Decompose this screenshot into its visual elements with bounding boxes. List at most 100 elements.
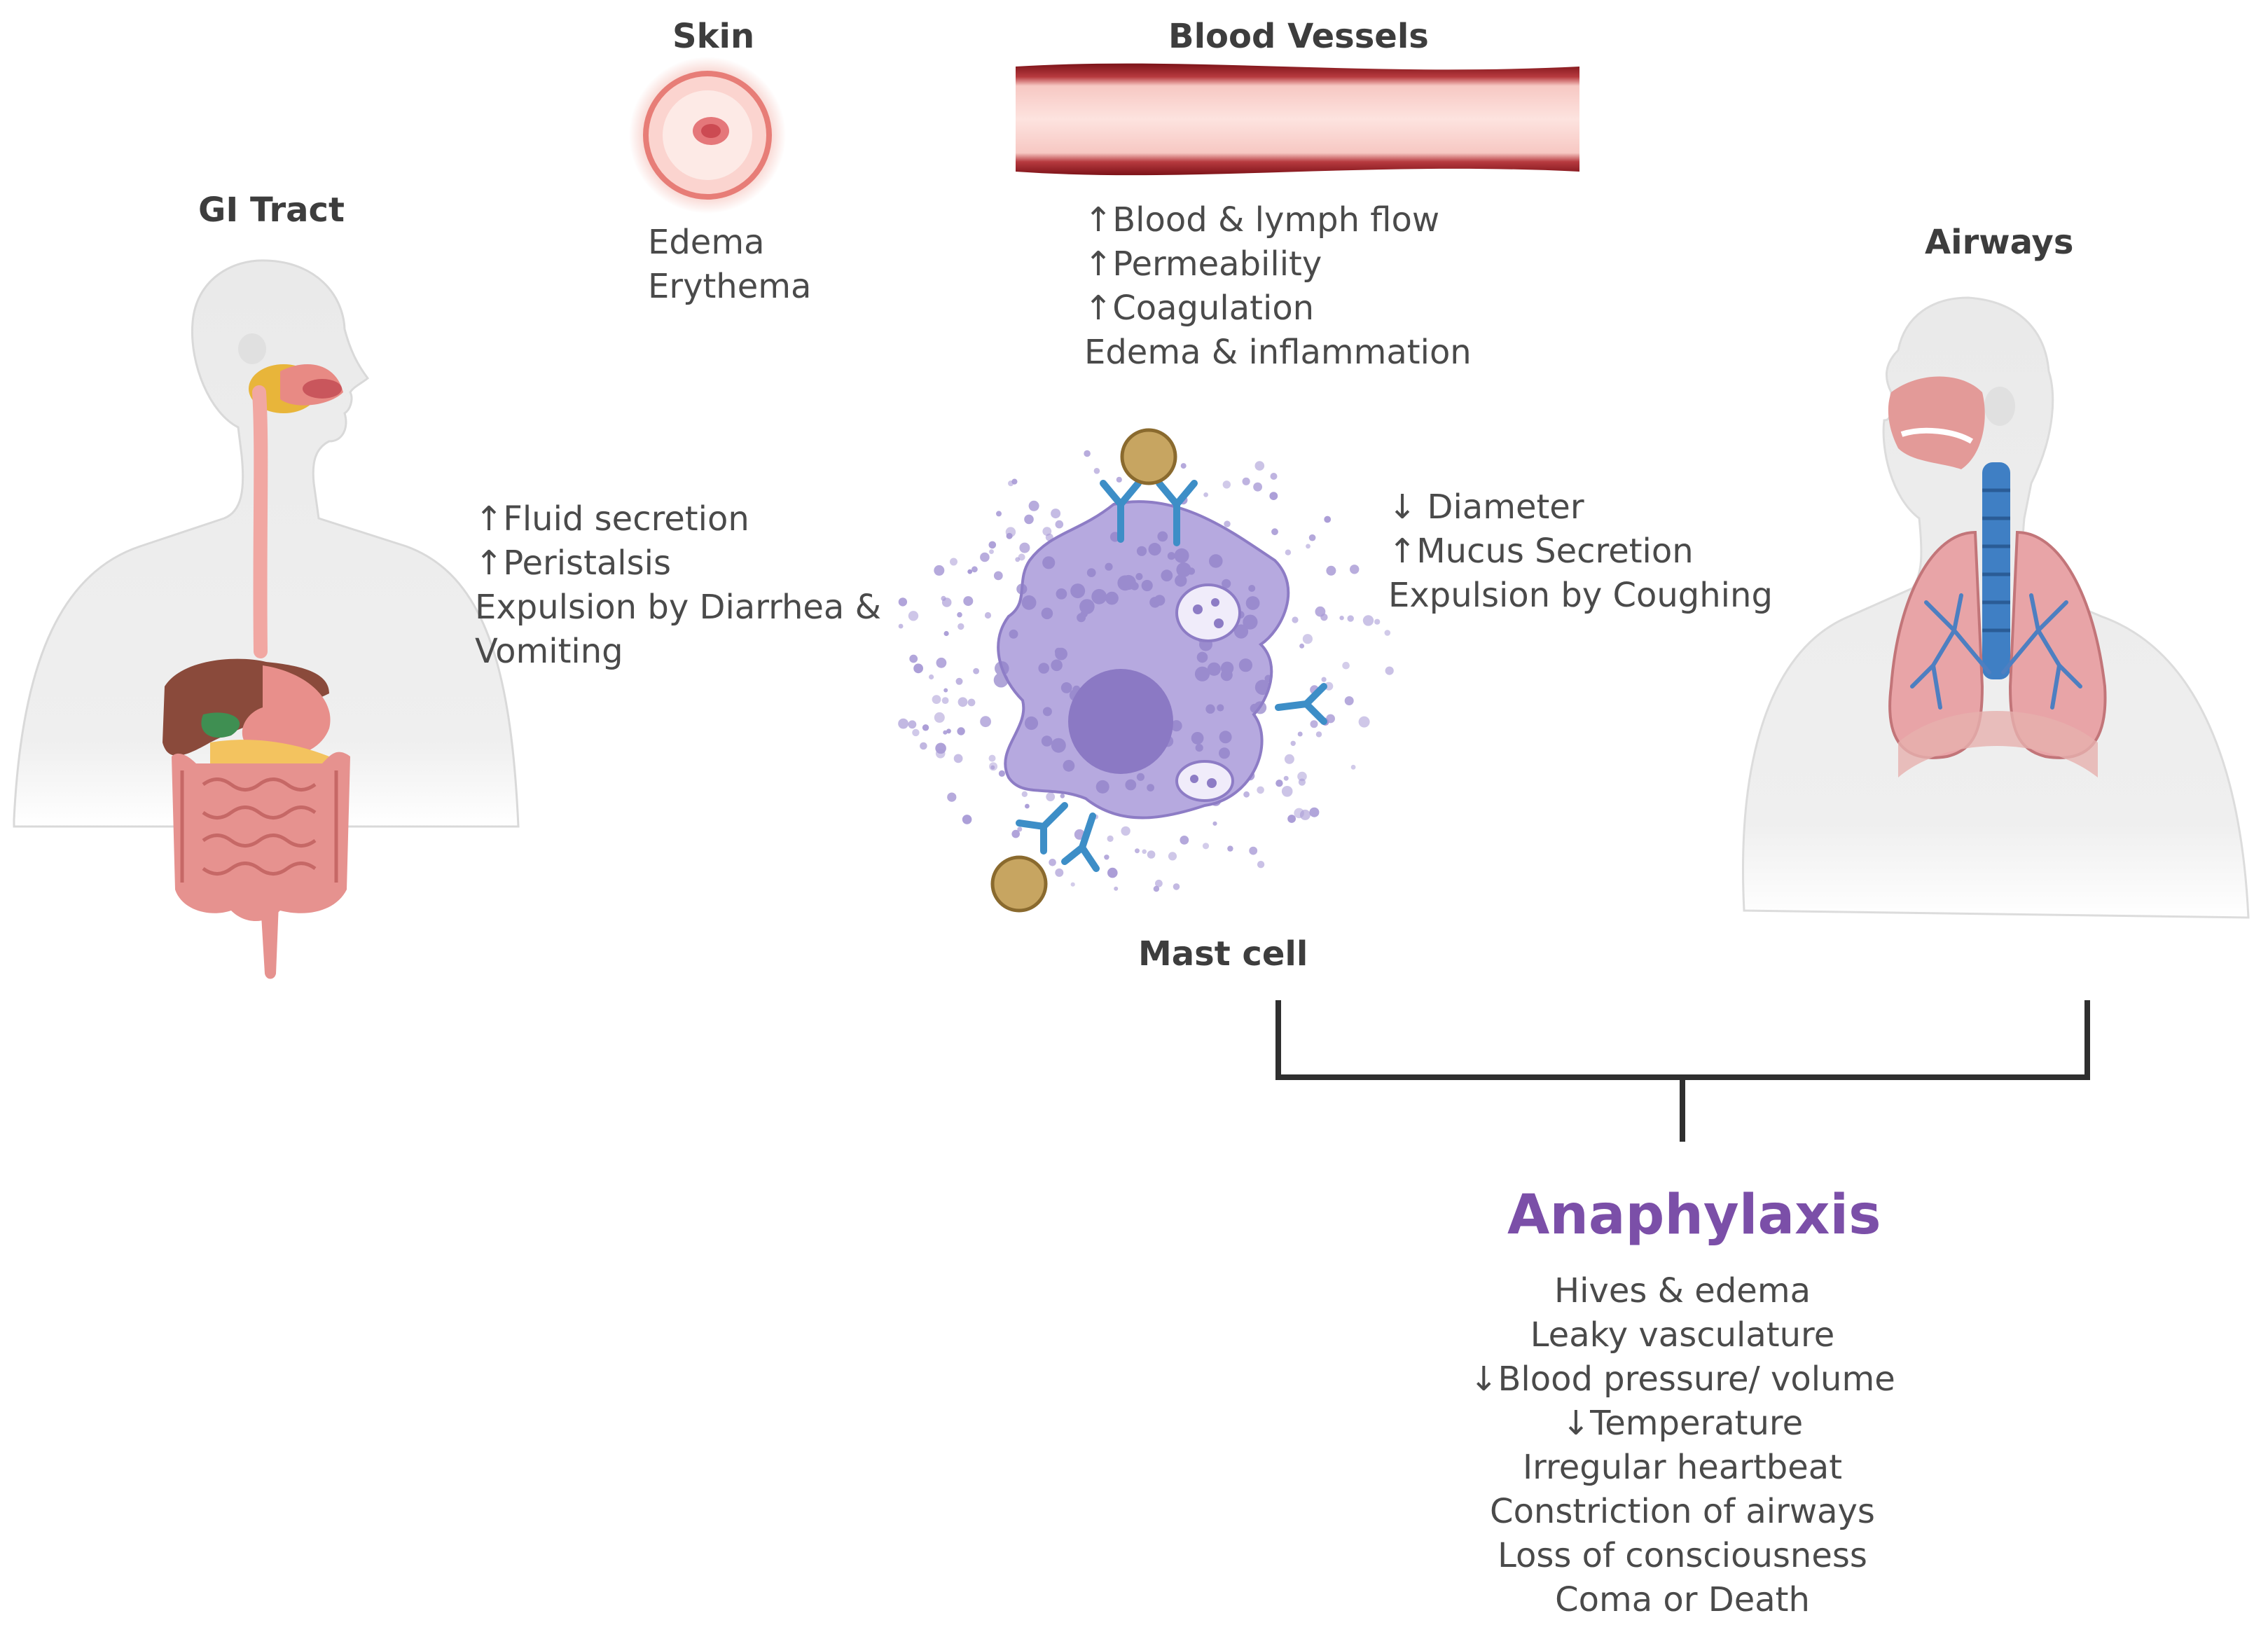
granule-dot <box>1107 835 1114 842</box>
airways-figure <box>1742 296 2250 919</box>
granule-dot <box>947 792 957 802</box>
symptom: Irregular heartbeat <box>1522 1448 1843 1487</box>
bronchi-icon <box>1910 593 2082 710</box>
granule-dot <box>898 718 908 729</box>
cell-granule <box>1175 574 1187 587</box>
granule-dot <box>971 566 978 573</box>
cell-granule <box>1170 720 1182 732</box>
blood-vessel-icon <box>1016 63 1579 176</box>
allergen-icon <box>1120 428 1177 485</box>
granule-dot <box>1344 696 1354 705</box>
granule-dot <box>967 569 973 574</box>
granule-dot <box>1222 480 1231 489</box>
granule-dot <box>1253 482 1262 492</box>
symptom: Coma or Death <box>1555 1580 1810 1619</box>
cell-granule <box>1125 779 1137 791</box>
cell-granule <box>1219 731 1232 744</box>
granule-dot <box>1015 557 1021 562</box>
mast-cell-icon <box>898 428 1394 913</box>
granule-dot <box>1018 553 1025 561</box>
granule-dot <box>1212 821 1217 826</box>
granule-dot <box>967 698 976 707</box>
granule-dot <box>1324 516 1332 523</box>
granule-dot <box>934 565 945 576</box>
granule-dot <box>993 571 1003 581</box>
granule-dot <box>1257 786 1264 794</box>
granule-dot <box>1147 850 1156 859</box>
granule-dot <box>1021 791 1028 798</box>
granule-dot <box>1254 461 1265 471</box>
skin-effect: Edema <box>648 223 765 262</box>
cell-granule <box>1161 569 1173 582</box>
cell-granule <box>1086 568 1096 577</box>
granule-dot <box>957 727 965 735</box>
granule-dot <box>943 688 948 693</box>
gi-effects-list: ↑Fluid secretion ↑Peristalsis Expulsion … <box>475 497 881 674</box>
gi-effect: Vomiting <box>475 632 623 671</box>
allergen-icon <box>990 855 1048 913</box>
granule-dot <box>989 549 994 554</box>
granule-dot <box>1168 852 1177 861</box>
granule-dot <box>943 630 949 637</box>
granule-dot <box>1275 780 1283 787</box>
cell-granule <box>1243 614 1258 630</box>
granule-dot <box>1384 630 1391 636</box>
granule-dot <box>1257 861 1265 869</box>
granule-dot <box>1114 886 1119 891</box>
granule-dot <box>996 511 1002 517</box>
symptom: Leaky vasculature <box>1530 1315 1835 1355</box>
granule-dot <box>1350 565 1360 574</box>
airway-effects-list: ↓ Diameter ↑Mucus Secretion Expulsion by… <box>1388 485 1773 618</box>
cell-granule <box>1176 562 1191 578</box>
granule-dot <box>973 668 979 675</box>
granule-dot <box>963 596 974 607</box>
granule-dot <box>1070 882 1075 887</box>
symptom: Hives & edema <box>1554 1271 1811 1311</box>
cell-granule <box>1147 784 1154 791</box>
granule-dot <box>1242 477 1250 485</box>
cell-granule <box>1222 579 1231 588</box>
cell-granule <box>1248 585 1256 592</box>
anaphylaxis-symptoms-list: Hives & edema Leaky vasculature ↓Blood p… <box>1437 1269 1928 1622</box>
gi-tract-label: GI Tract <box>198 191 345 230</box>
airway-effect: ↓ Diameter <box>1388 487 1584 527</box>
granule-dot <box>1309 807 1320 817</box>
skin-label: Skin <box>672 17 755 56</box>
granule-dot <box>1297 731 1303 737</box>
cell-granule <box>1154 595 1166 606</box>
granule-dot <box>1302 634 1313 644</box>
airway-effect: ↑Mucus Secretion <box>1388 532 1694 571</box>
granule-dot <box>922 724 929 731</box>
cell-granule <box>1167 552 1175 560</box>
granule-dot <box>1121 826 1130 836</box>
granule-dot <box>1287 815 1296 823</box>
granule-dot <box>1084 450 1091 457</box>
granule-dot <box>1135 848 1140 854</box>
granule-dot <box>1326 565 1336 576</box>
cell-granule <box>1016 583 1028 595</box>
granule-dot <box>1203 492 1208 497</box>
granule-dot <box>1024 514 1034 525</box>
cell-granule <box>1070 583 1086 599</box>
cell-granule <box>995 661 1009 676</box>
cell-granule <box>1130 581 1139 590</box>
gi-effect: Expulsion by Diarrhea & <box>475 588 882 627</box>
cell-granule <box>1209 554 1223 568</box>
granule-dot <box>1017 827 1023 832</box>
granule-dot <box>898 597 908 607</box>
granule-dot <box>946 728 951 734</box>
granule-dot <box>1299 643 1305 649</box>
granule-dot <box>1315 731 1322 738</box>
symptom: Constriction of airways <box>1490 1492 1875 1531</box>
cell-granule <box>1079 599 1095 614</box>
cell-granule <box>1060 682 1072 693</box>
granule-dot <box>988 541 997 549</box>
granule-dot <box>953 754 963 763</box>
granule-dot <box>935 749 946 759</box>
cell-granule <box>1220 661 1234 675</box>
granule-dot <box>1271 528 1278 536</box>
granule-dot <box>1339 616 1344 621</box>
cell-granule <box>1051 659 1063 672</box>
granule-dot <box>929 674 934 680</box>
